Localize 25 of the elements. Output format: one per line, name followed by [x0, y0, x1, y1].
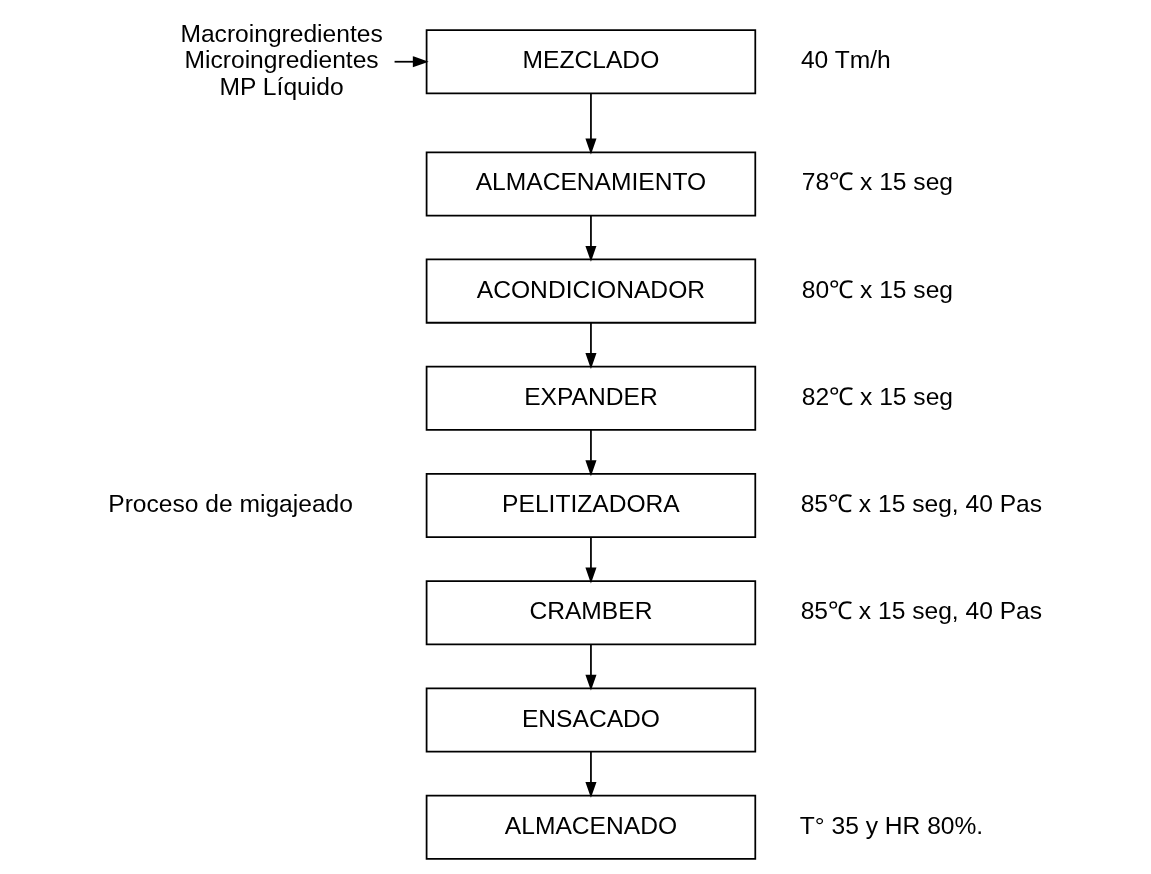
node-label: 82℃ x 15 seg: [801, 382, 953, 410]
arrow: [584, 429, 596, 477]
label: Proceso de migajeado: [107, 490, 353, 518]
arrow: [393, 56, 429, 68]
node-box: EXPANDER: [425, 365, 756, 431]
node-box: MEZCLADO: [425, 29, 756, 95]
arrow: [584, 92, 596, 155]
node-box: ALMACENADO: [425, 794, 756, 860]
node-label: 40 Tm/h: [800, 46, 891, 74]
node-box: PELITIZADORA: [425, 473, 756, 539]
node-label: 80℃ x 15 seg: [801, 275, 953, 303]
arrow: [584, 322, 596, 369]
arrow: [584, 643, 596, 691]
node-label: 85℃ x 15 seg, 40 Pas: [800, 597, 1042, 625]
arrow: [584, 214, 596, 262]
node-box: ALMACENAMIENTO: [425, 151, 756, 217]
node-text: Macroingredientes Microingredientes MP Líquido: [179, 19, 383, 100]
node-label: 78℃ x 15 seg: [801, 168, 953, 196]
arrow: [584, 750, 596, 798]
node-box: CRAMBER: [425, 580, 756, 646]
arrow: [584, 536, 596, 584]
node-box: ENSACADO: [425, 687, 756, 753]
node-box: ACONDICIONADOR: [425, 258, 756, 324]
node-label: 85℃ x 15 seg, 40 Pas: [800, 490, 1042, 518]
node-label: T° 35 y HR 80%.: [799, 811, 983, 839]
